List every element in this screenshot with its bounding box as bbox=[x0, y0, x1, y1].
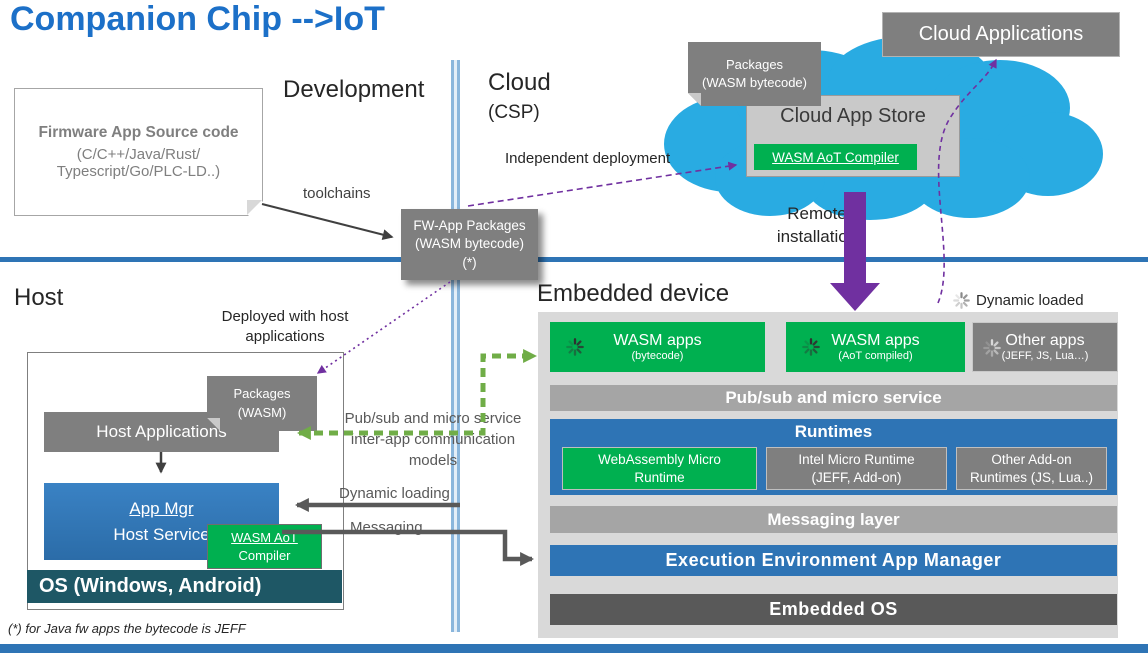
section-label-development: Development bbox=[283, 76, 425, 103]
fw-app-packages-box: FW-App Packages (WASM bytecode) (*) bbox=[401, 209, 538, 280]
firmware-title: Firmware App Source code bbox=[38, 124, 239, 141]
packages-wasm-line1: Packages bbox=[233, 386, 291, 402]
spinner-icon bbox=[953, 292, 970, 309]
fw-packages-line1: FW-App Packages bbox=[413, 218, 526, 234]
folded-corner-icon bbox=[247, 200, 262, 215]
section-label-host: Host bbox=[14, 284, 64, 311]
pubsub-models-label: Pub/sub and micro service inter-app comm… bbox=[344, 410, 522, 469]
spinner-icon bbox=[802, 338, 820, 356]
host-service-label: Host Service bbox=[113, 524, 210, 544]
packages-wasm-note: Packages (WASM) bbox=[207, 376, 317, 431]
other-apps-box: Other apps (JEFF, JS, Lua…) bbox=[972, 322, 1118, 372]
app-mgr-label: App Mgr bbox=[129, 498, 194, 518]
spinner-icon bbox=[983, 339, 1001, 357]
toolchains-label: toolchains bbox=[303, 185, 371, 202]
deployed-with-host-label: Deployed with host applications bbox=[221, 308, 349, 346]
messaging-layer-bar: Messaging layer bbox=[550, 506, 1117, 533]
page-title: Companion Chip -->IoT bbox=[10, 0, 385, 38]
packages-wasm-line2: (WASM) bbox=[237, 404, 287, 420]
wasm-apps-aot-box: WASM apps (AoT compiled) bbox=[786, 322, 965, 372]
embedded-os-bar: Embedded OS bbox=[550, 594, 1117, 625]
runtime-intel-micro-box: Intel Micro Runtime (JEFF, Add-on) bbox=[766, 447, 947, 490]
fw-packages-line3: (*) bbox=[462, 254, 477, 270]
section-label-csp: (CSP) bbox=[488, 102, 540, 123]
footnote: (*) for Java fw apps the bytecode is JEF… bbox=[8, 621, 246, 636]
cloud-app-store-box: Cloud App Store WASM AoT Compiler bbox=[746, 95, 960, 177]
firmware-langs-line1: (C/C++/Java/Rust/ bbox=[76, 146, 201, 163]
cloud-applications-label: Cloud Applications bbox=[918, 23, 1084, 45]
independent-deployment-label: Independent deployment bbox=[505, 150, 671, 167]
messaging-label: Messaging bbox=[350, 519, 423, 536]
dynamic-loading-label: Dynamic loading bbox=[339, 485, 450, 502]
cloud-wasm-aot-compiler-box: WASM AoT Compiler bbox=[754, 144, 917, 170]
bottom-accent-bar bbox=[0, 644, 1148, 653]
section-label-cloud: Cloud bbox=[488, 69, 551, 96]
cloud-applications-box: Cloud Applications bbox=[882, 12, 1120, 57]
remote-installation-label: Remote installation bbox=[776, 204, 858, 246]
pubsub-service-bar: Pub/sub and micro service bbox=[550, 385, 1117, 411]
packages-note-line2: (WASM bytecode) bbox=[702, 75, 807, 90]
toolchains-arrow bbox=[261, 203, 394, 241]
section-label-embedded-device: Embedded device bbox=[537, 280, 730, 307]
fw-packages-line2: (WASM bytecode) bbox=[414, 236, 525, 252]
runtime-other-addon-box: Other Add-on Runtimes (JS, Lua..) bbox=[956, 447, 1107, 490]
host-wasm-aot-compiler-box: WASM AoT Compiler bbox=[207, 524, 322, 569]
packages-note-line1: Packages bbox=[725, 56, 784, 72]
runtime-wamr-box: WebAssembly Micro Runtime bbox=[562, 447, 757, 490]
horizontal-divider bbox=[0, 257, 1148, 262]
wasm-apps-bytecode-box: WASM apps (bytecode) bbox=[550, 322, 765, 372]
dynamic-loaded-label: Dynamic loaded bbox=[976, 292, 1084, 309]
firmware-langs-line2: Typescript/Go/PLC-LD..) bbox=[56, 163, 221, 180]
vertical-divider bbox=[451, 60, 460, 632]
packages-wasm-bytecode-note: Packages (WASM bytecode) bbox=[688, 42, 821, 106]
firmware-source-box: Firmware App Source code (C/C++/Java/Rus… bbox=[14, 88, 263, 216]
execution-environment-bar: Execution Environment App Manager bbox=[550, 545, 1117, 576]
runtimes-title: Runtimes bbox=[794, 422, 873, 441]
host-applications-box: Host Applications bbox=[44, 412, 279, 452]
host-os-bar: OS (Windows, Android) bbox=[27, 570, 342, 603]
spinner-icon bbox=[566, 338, 584, 356]
cloud-wasm-aot-compiler-label: WASM AoT Compiler bbox=[772, 149, 899, 165]
cloud-app-store-label: Cloud App Store bbox=[780, 105, 926, 127]
